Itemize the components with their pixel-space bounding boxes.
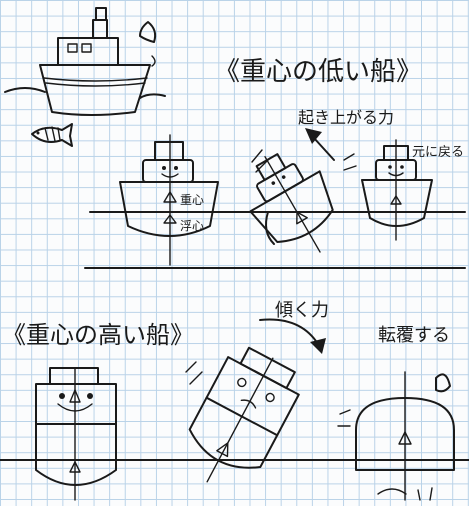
water-drop-icon: [139, 21, 157, 67]
low-cg-boat-returned: [361, 139, 433, 241]
cg-label: 重心: [180, 193, 204, 207]
splash-lines: [337, 409, 351, 427]
low-cg-boat-upright: 重心 浮心: [119, 134, 219, 266]
splash-drop-icon: [435, 373, 451, 393]
high-cg-boat-tilting: [188, 346, 300, 483]
high-cg-boat-upright: [35, 367, 117, 501]
low-cg-boat-tilted: [249, 153, 334, 253]
heeling-arrow-icon: [259, 318, 319, 345]
uprighting-arrow-icon: [313, 137, 335, 161]
top-section-title: 《重心の低い船》: [214, 57, 422, 87]
motion-lines: [251, 149, 271, 173]
tilt-arrow-icon: [265, 211, 275, 245]
bottom-section-title: 《重心の高い船》: [2, 321, 194, 349]
cb-label: 浮心: [180, 219, 204, 233]
fish-icon: [31, 123, 73, 147]
capsize-label: 転覆する: [378, 325, 450, 346]
return-label: 元に戻る: [412, 145, 464, 160]
high-cg-boat-capsizing: [355, 371, 455, 501]
heeling-force-label: 傾く力: [275, 300, 329, 321]
motion-lines-2: [343, 153, 357, 171]
uprighting-arrowhead-icon: [305, 128, 322, 144]
uprighting-force-label: 起き上がる力: [298, 108, 394, 127]
shake-lines: [185, 361, 203, 385]
steamboat-icon: [4, 7, 166, 116]
heeling-arrowhead-icon: [310, 338, 326, 354]
